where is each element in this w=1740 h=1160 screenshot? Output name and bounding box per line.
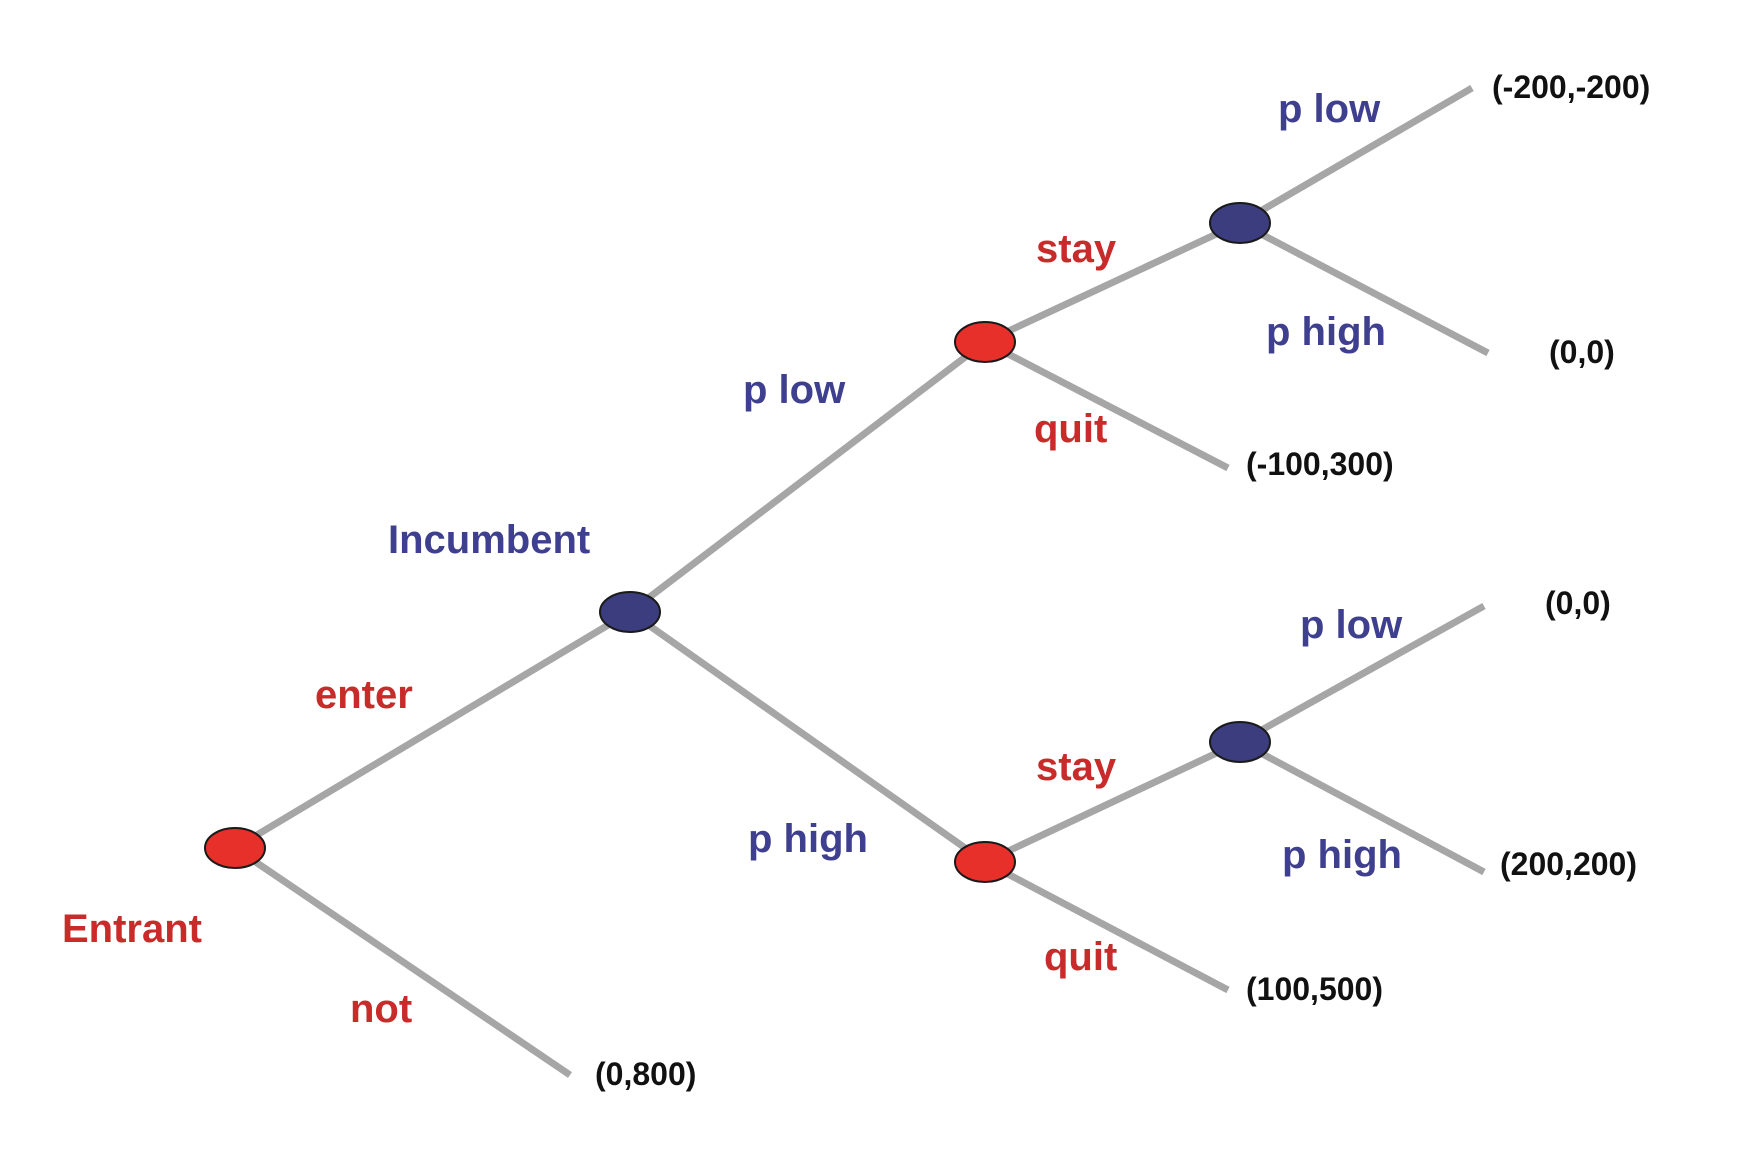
edge-bottom-stay: [983, 738, 1242, 866]
edge-top-top-p-low: [1238, 84, 1474, 227]
edge-bottom-p-low: [1238, 602, 1486, 746]
payoff-top-quit: (-100,300): [1246, 446, 1394, 482]
payoff-bottom-high-high: (200,200): [1500, 846, 1637, 882]
incumbent-node-top: [1209, 202, 1271, 244]
stay-bottom-action-label: stay: [1036, 745, 1117, 789]
payoff-bottom-quit: (100,500): [1246, 971, 1383, 1007]
edge-top-quit: [983, 338, 1230, 472]
payoff-top-low-low: (-200,-200): [1492, 69, 1650, 105]
p-low-top-right-label: p low: [1278, 87, 1381, 131]
not-action-label: not: [350, 987, 412, 1031]
incumbent-label: Incumbent: [388, 518, 590, 562]
incumbent-node-bottom: [1209, 721, 1271, 763]
enter-action-label: enter: [315, 673, 413, 717]
edge-top-top-p-high: [1238, 219, 1490, 357]
edge-bottom-p-high: [1238, 738, 1486, 876]
payoff-top-low-high: (0,0): [1549, 334, 1615, 370]
edge-bottom-quit: [983, 858, 1230, 994]
quit-bottom-action-label: quit: [1044, 935, 1117, 979]
p-low-action-label: p low: [743, 368, 846, 412]
p-high-bottom-right-label: p high: [1282, 833, 1402, 877]
p-low-bottom-right-label: p low: [1300, 603, 1403, 647]
entrant-root-node: [204, 827, 266, 869]
stay-top-action-label: stay: [1036, 227, 1117, 271]
edge-enter: [233, 608, 632, 852]
edge-top-stay: [983, 219, 1242, 346]
edge-incumbent-p-low: [627, 339, 988, 615]
entrant-node-after-low: [954, 321, 1016, 363]
entrant-label: Entrant: [62, 907, 202, 951]
quit-top-action-label: quit: [1034, 407, 1107, 451]
p-high-action-label: p high: [748, 817, 868, 861]
payoff-not: (0,800): [595, 1056, 696, 1092]
edge-incumbent-p-high: [627, 609, 988, 865]
entrant-node-after-high: [954, 841, 1016, 883]
edge-not: [233, 845, 572, 1078]
p-high-top-right-label: p high: [1266, 310, 1386, 354]
incumbent-node: [599, 591, 661, 633]
payoff-bottom-high-low: (0,0): [1545, 585, 1611, 621]
